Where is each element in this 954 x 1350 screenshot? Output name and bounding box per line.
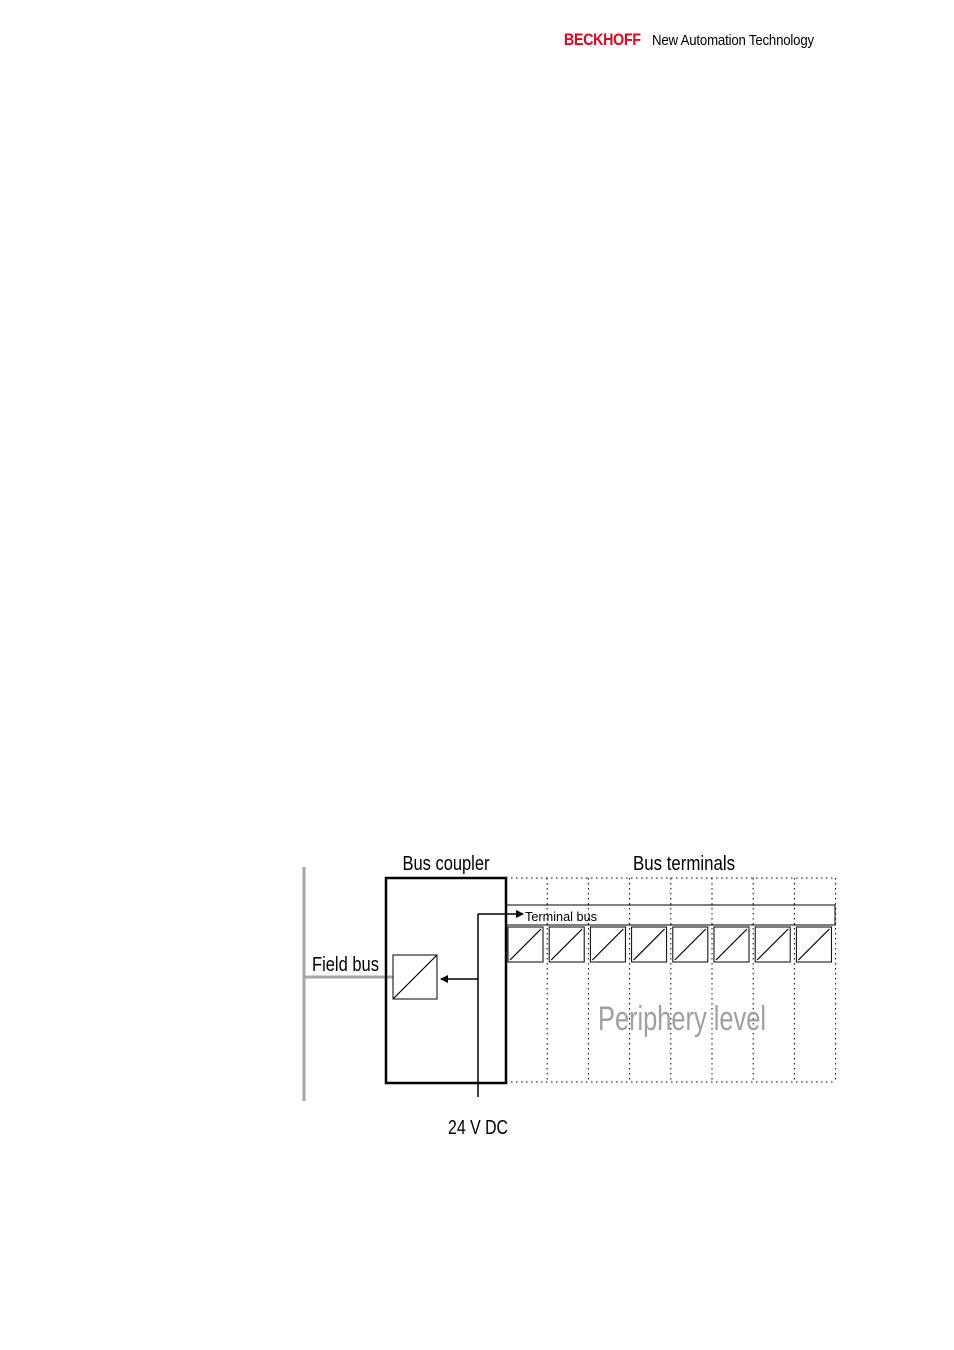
terminal-converter-icon	[548, 926, 585, 963]
bus-terminal-slot	[795, 878, 837, 1082]
bus-terminal-slot	[713, 878, 754, 1082]
terminal-converter-icon	[672, 926, 709, 963]
bus-coupler-box	[384, 876, 508, 1085]
terminal-converter-icon	[631, 926, 668, 963]
periphery-level-label: Periphery level	[598, 1000, 766, 1038]
bus-terminal-slot	[631, 878, 672, 1082]
power-supply-label: 24 V DC	[448, 1117, 508, 1139]
bus-terminal-slot	[507, 878, 548, 1082]
terminal-converter-icon	[589, 926, 626, 963]
terminal-converter-icon	[713, 926, 750, 963]
terminal-bus-label: Terminal bus	[525, 909, 597, 924]
coupler-converter-icon	[392, 954, 438, 1000]
terminal-converter-icon	[795, 926, 832, 963]
bus-terminal-slot	[754, 878, 795, 1082]
bus-coupler-label: Bus coupler	[403, 853, 490, 875]
bus-terminals	[506, 877, 837, 1083]
brand-logo: BECKHOFF	[564, 31, 641, 49]
terminal-bus-rail	[505, 904, 836, 926]
terminal-converter-icon	[754, 926, 791, 963]
page-header: BECKHOFF New Automation Technology	[564, 31, 836, 50]
bus-terminals-label: Bus terminals	[633, 853, 735, 875]
bus-terminal-slot	[589, 878, 631, 1082]
terminal-converter-icon	[507, 926, 544, 963]
field-bus-label: Field bus	[312, 954, 379, 976]
bus-terminal-slot	[672, 878, 713, 1082]
bus-terminal-slot	[548, 878, 589, 1082]
brand-tagline: New Automation Technology	[652, 32, 814, 49]
